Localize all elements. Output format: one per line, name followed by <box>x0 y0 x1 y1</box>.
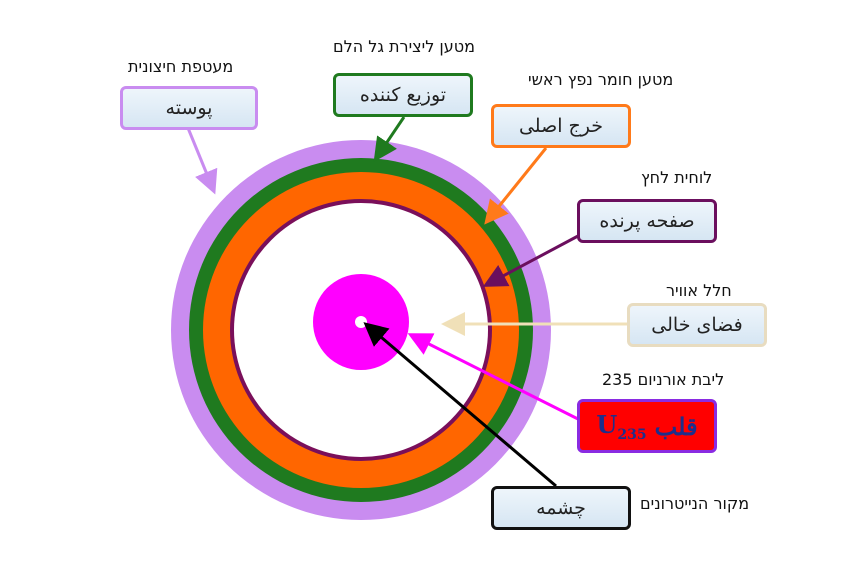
pusher-hebrew-label: לוחית לחץ <box>641 168 713 187</box>
pusher-persian-box: صفحه پرنده <box>577 199 717 243</box>
shell-arrow <box>186 127 218 195</box>
main-hebrew-label: מטען חומר נפץ ראשי <box>528 70 674 89</box>
source-persian-box: چشمه <box>491 486 631 530</box>
core-hebrew-label: ליבת אורניום 235 <box>602 370 725 389</box>
shell-persian-box: پوسته <box>120 86 258 130</box>
neutron-source <box>355 316 367 328</box>
core-arrow <box>407 333 579 421</box>
core-symbol: U235 <box>596 409 647 443</box>
void-persian-box: فضای خالی <box>627 303 767 347</box>
shell-hebrew-label: מעטפת חיצונית <box>128 57 234 76</box>
source-hebrew-label: מקור הנייטרונים <box>640 494 750 513</box>
core-persian-box: قلب U235 <box>577 399 717 453</box>
wave-persian-box: توزيع كننده <box>333 73 473 117</box>
wave-hebrew-label: מטען ליצירת גל הלם <box>333 37 476 56</box>
void-hebrew-label: חלל אוויר <box>666 281 732 300</box>
core-persian-word: قلب <box>654 411 698 441</box>
main-arrow <box>484 147 548 225</box>
pusher-arrow <box>482 234 579 287</box>
main-persian-box: خرج اصلی <box>491 104 631 148</box>
source-arrow <box>363 322 557 488</box>
wave-arrow <box>373 116 406 162</box>
